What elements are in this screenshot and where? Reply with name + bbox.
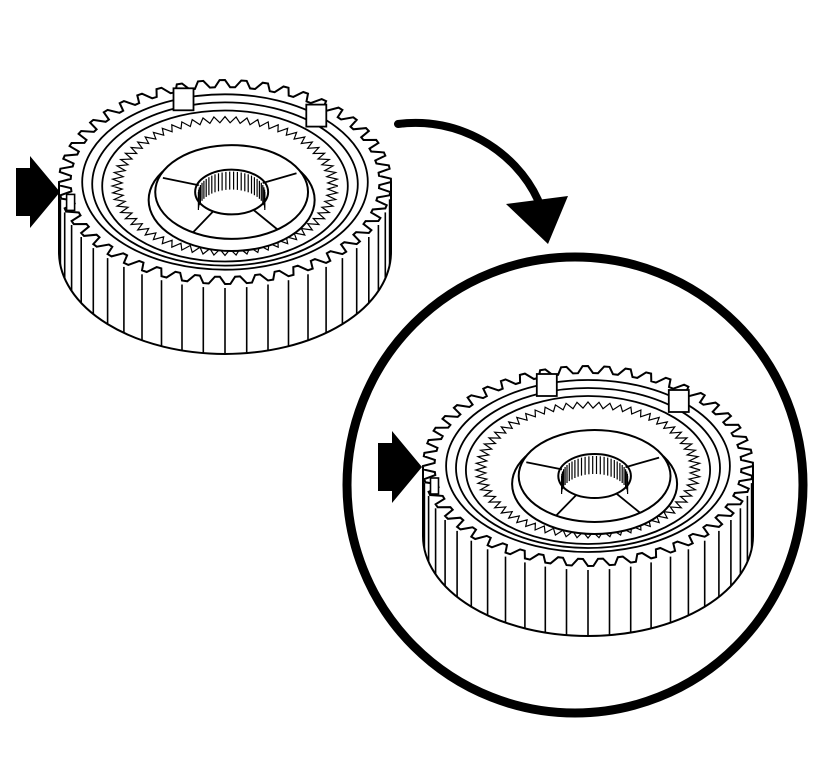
gear-ring: [101, 109, 349, 263]
overview-gear: [57, 78, 393, 355]
snap-ring-gap: [65, 193, 76, 212]
gear-bore: [194, 168, 270, 216]
gear-ring: [91, 101, 359, 267]
gear-ring: [445, 379, 731, 553]
snap-ring-gap: [429, 477, 440, 495]
hub-spoke: [192, 210, 215, 233]
transition-arrow: [394, 118, 568, 244]
gear-lug: [667, 389, 690, 413]
detail-pointer: [378, 431, 422, 503]
gear-ring: [81, 93, 369, 271]
detail-gear: [421, 364, 755, 637]
gear-lug: [172, 87, 195, 112]
hub-spoke: [526, 461, 563, 471]
gear-lug: [305, 103, 328, 128]
detail-circle: [342, 252, 808, 718]
hub-spoke: [162, 177, 199, 187]
hub-spoke: [615, 492, 641, 514]
gear-ring: [464, 395, 711, 545]
gear-lug: [535, 373, 558, 397]
hub-spoke: [555, 494, 578, 516]
gear-bore: [557, 453, 632, 499]
hub-spoke: [262, 172, 297, 184]
hub-spoke: [625, 456, 660, 469]
hub-spoke: [253, 209, 279, 231]
overview-pointer: [16, 156, 60, 228]
gear-ring: [455, 387, 721, 549]
